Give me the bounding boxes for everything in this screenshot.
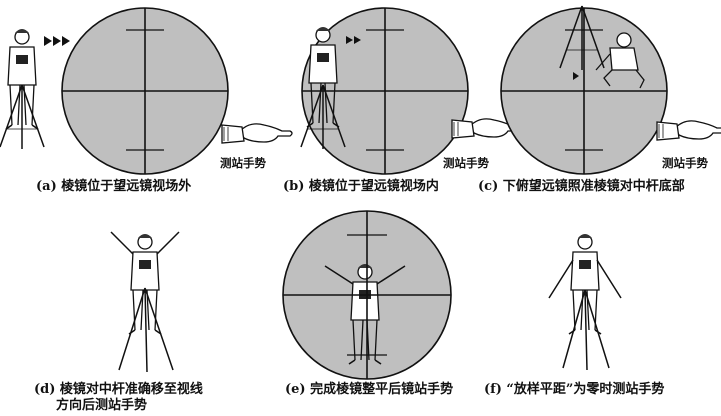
tripod: [118, 287, 174, 373]
tripod: [562, 289, 610, 371]
caption-e: (e) 完成棱镜整平后镜站手势: [285, 382, 454, 397]
telescope-field-view: [301, 7, 469, 175]
crouching-surveyor-figure: [595, 32, 645, 89]
panel-d: [110, 231, 180, 373]
caption-d-line2: 方向后测站手势: [56, 398, 148, 413]
gesture-label-a: 测站手势: [220, 156, 266, 170]
crosshair: [302, 8, 468, 174]
telescope-field-view: [61, 7, 229, 175]
gesture-label-c: 测站手势: [662, 156, 708, 170]
surveyor-figure: [110, 231, 180, 335]
panel-c: [500, 5, 721, 175]
surveyor-figure: [548, 233, 622, 335]
crosshair: [283, 211, 451, 379]
crosshair: [501, 8, 667, 174]
caption-f: (f) “放样平距”为零时测站手势: [484, 382, 665, 397]
panel-a: [0, 7, 293, 175]
panel-f: [548, 233, 622, 371]
triangle-arrow-icon: [44, 36, 70, 46]
gesture-label-b: 测站手势: [443, 156, 489, 170]
caption-a: (a) 棱镜位于望远镜视场外: [36, 179, 192, 194]
caption-c: (c) 下俯望远镜照准棱镜对中杆底部: [478, 179, 685, 194]
pointing-hand-icon: [221, 123, 293, 144]
triangle-arrow-icon: [573, 72, 579, 80]
panel-e: [282, 210, 452, 380]
panel-b: [300, 7, 523, 175]
surveyor-figure: [324, 263, 406, 365]
triangle-arrow-icon: [346, 36, 361, 44]
caption-b: (b) 棱镜位于望远镜视场内: [283, 179, 439, 194]
telescope-field-view: [500, 7, 668, 175]
caption-d-line1: (d) 棱镜对中杆准确移至视线: [34, 382, 203, 397]
crosshair: [62, 8, 228, 174]
tripod: [0, 84, 45, 150]
pointing-hand-icon: [656, 120, 721, 141]
